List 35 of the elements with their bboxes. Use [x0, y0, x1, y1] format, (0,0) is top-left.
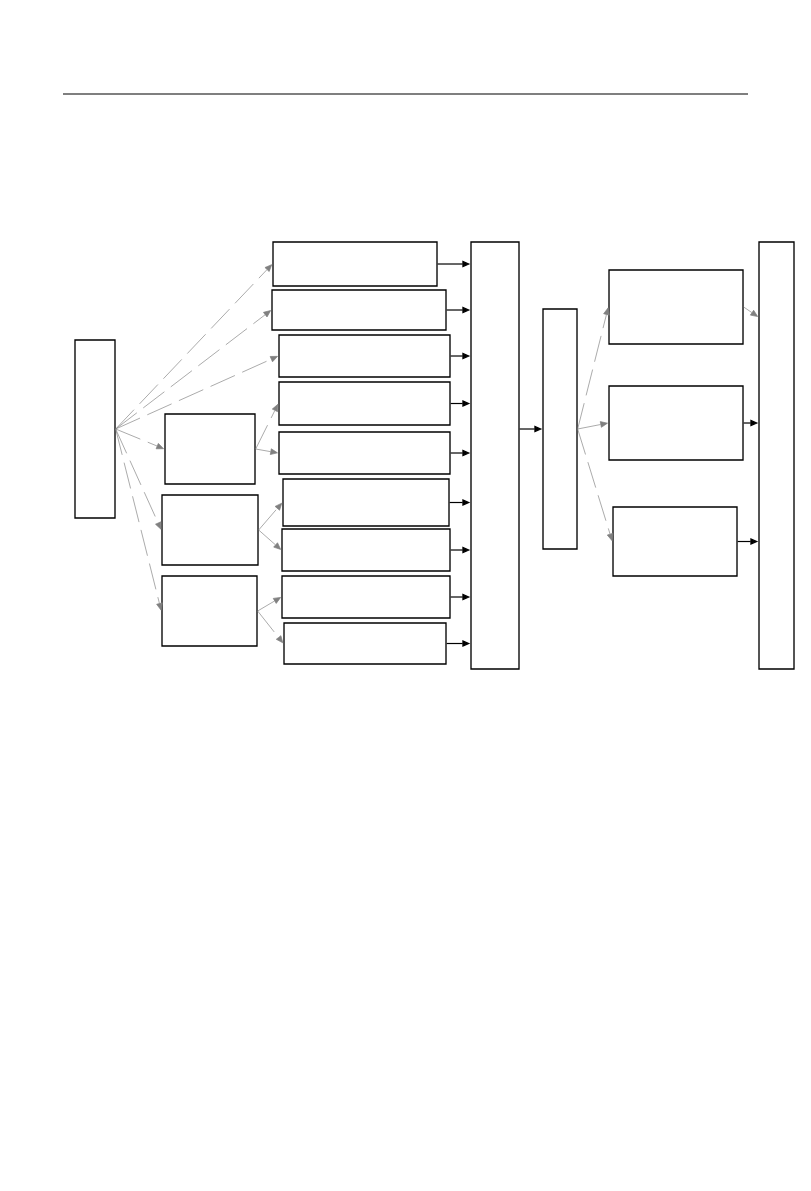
empty-box: [271, 289, 447, 331]
tall-box: [470, 241, 520, 670]
empty-box: [272, 241, 438, 287]
empty-box: [164, 413, 256, 485]
arrow: [577, 421, 608, 430]
arrow: [115, 428, 164, 450]
empty-box: [161, 575, 258, 647]
arrow: [115, 428, 162, 530]
tall-box: [758, 241, 795, 670]
empty-box: [278, 334, 451, 378]
empty-box: [283, 622, 447, 665]
arrow: [257, 610, 284, 644]
arrow: [577, 428, 614, 541]
arrow: [255, 448, 278, 455]
arrow: [743, 306, 758, 317]
empty-box: [281, 528, 451, 572]
arrow: [115, 310, 271, 430]
tall-box: [542, 308, 578, 550]
arrow: [255, 403, 279, 450]
empty-box: [281, 575, 451, 619]
arrow: [257, 597, 281, 612]
empty-box: [608, 385, 744, 461]
empty-box: [278, 431, 451, 475]
arrow: [258, 529, 282, 550]
arrow: [115, 356, 278, 430]
empty-box: [161, 494, 259, 566]
arrow: [115, 264, 273, 430]
empty-box: [282, 478, 450, 527]
arrow: [258, 502, 283, 531]
empty-box: [612, 506, 738, 577]
empty-box: [608, 269, 744, 345]
tall-box: [74, 339, 116, 519]
empty-box: [278, 381, 451, 426]
arrow: [577, 307, 610, 430]
arrow: [115, 428, 163, 611]
